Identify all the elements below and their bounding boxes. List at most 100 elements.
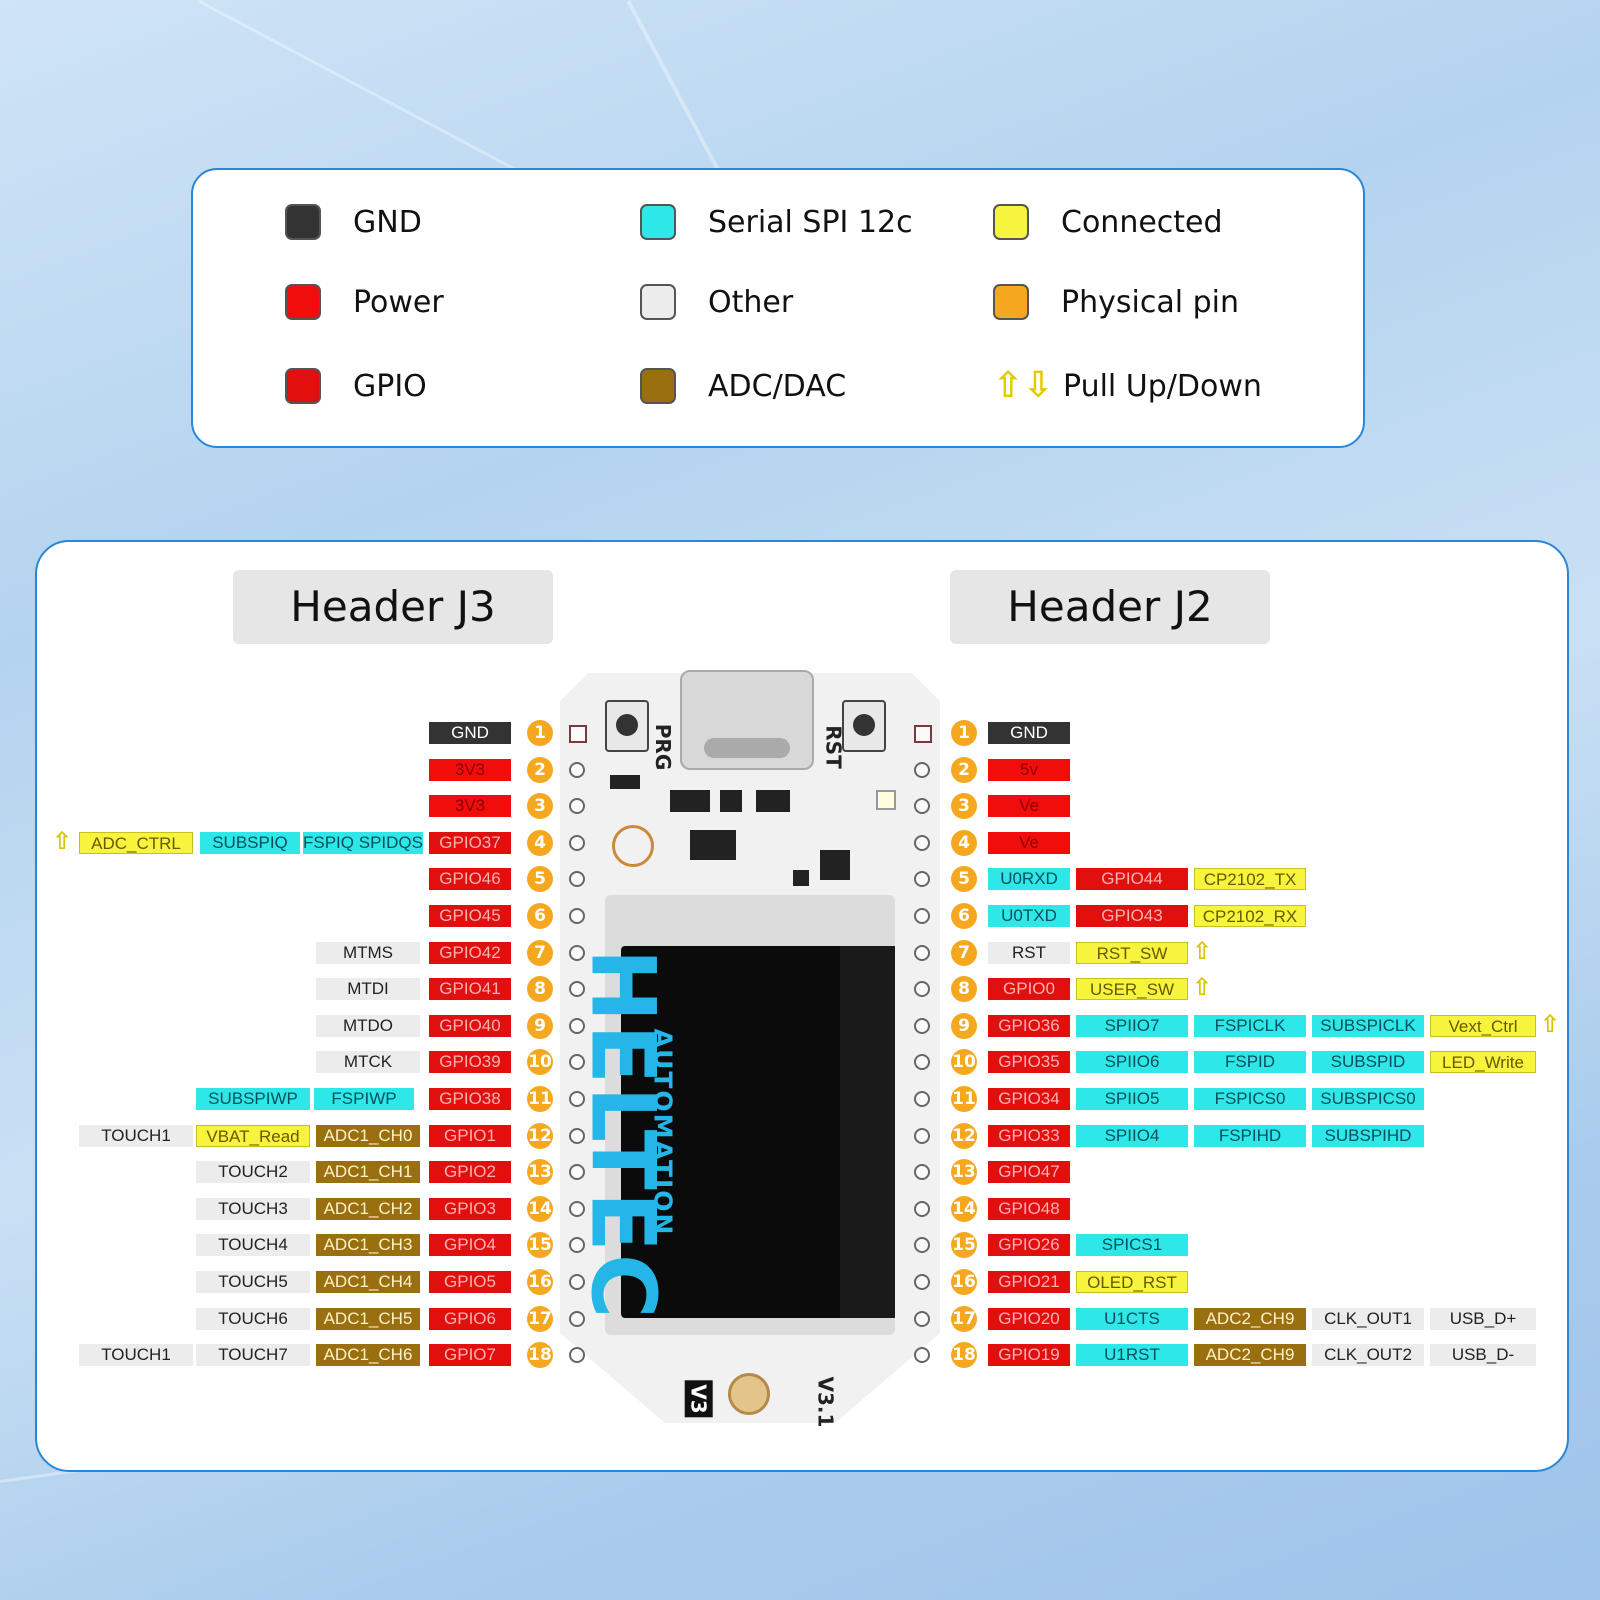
j2-pin-number: 13 — [951, 1159, 977, 1186]
j2-pin-number: 5 — [951, 866, 977, 893]
j3-pin-tag: GPIO40 — [429, 1014, 511, 1037]
j3-pin-tag: SUBSPIQ — [200, 831, 300, 854]
header-hole — [914, 834, 930, 851]
legend-label: GND — [353, 204, 422, 240]
header-hole — [914, 944, 930, 961]
j2-pin-tag: U0TXD — [988, 905, 1070, 927]
j2-pin-number: 15 — [951, 1232, 977, 1259]
j3-pin-tag: GPIO39 — [429, 1051, 511, 1074]
j3-pin-tag: GPIO45 — [429, 905, 511, 927]
header-hole — [914, 725, 932, 743]
j2-pin-number: 10 — [951, 1049, 977, 1076]
j3-pin-tag: TOUCH2 — [196, 1161, 310, 1184]
legend-swatch — [993, 204, 1029, 240]
j3-pin-number: 13 — [527, 1159, 553, 1186]
header-hole — [569, 1054, 585, 1071]
header-hole — [914, 1237, 930, 1254]
j2-pin-tag: FSPICLK — [1194, 1014, 1306, 1037]
j3-pin-tag: GPIO46 — [429, 868, 511, 891]
j3-pin-number: 10 — [527, 1049, 553, 1076]
j3-pin-tag: GPIO42 — [429, 941, 511, 964]
legend-label: Connected — [1061, 204, 1223, 240]
rst-button[interactable] — [842, 700, 886, 752]
legend-swatch — [285, 204, 321, 240]
legend-label: Power — [353, 284, 444, 320]
j2-pin-tag: GPIO21 — [988, 1271, 1070, 1293]
j3-pin-number: 4 — [527, 829, 553, 856]
smd-component — [756, 790, 790, 812]
j3-pin-tag: FSPIQ SPIDQS — [303, 831, 423, 854]
header-hole — [914, 871, 930, 888]
header-hole — [914, 798, 930, 815]
header-hole — [914, 908, 930, 924]
smd-component — [720, 790, 742, 812]
j2-pin-tag: CLK_OUT1 — [1312, 1307, 1424, 1330]
pull-up-down-icon: ⇧⇩ — [993, 365, 1054, 406]
silk-v3: V3 — [684, 1380, 713, 1418]
j2-pin-tag: FSPIHD — [1194, 1124, 1306, 1147]
legend-item: GND — [285, 204, 422, 240]
legend-label: ADC/DAC — [708, 368, 847, 404]
header-hole — [569, 1347, 585, 1364]
j2-pin-tag: GPIO44 — [1076, 868, 1188, 891]
j3-pin-number: 8 — [527, 976, 553, 1003]
j2-pin-tag: SUBSPICS0 — [1312, 1088, 1424, 1110]
crystal-coil — [612, 825, 654, 867]
j2-pin-tag: SPIIO5 — [1076, 1088, 1188, 1110]
j2-pin-number: 12 — [951, 1122, 977, 1149]
prg-button[interactable] — [605, 700, 649, 752]
header-hole — [569, 981, 585, 998]
header-hole — [914, 1310, 930, 1327]
smd-component — [820, 850, 850, 880]
header-hole — [914, 1017, 930, 1034]
j2-pin-tag: SUBSPIHD — [1312, 1124, 1424, 1147]
j2-pin-tag: ADC2_CH9 — [1194, 1344, 1306, 1367]
silk-rst: RST — [821, 725, 846, 769]
j2-pin-number: 3 — [951, 793, 977, 820]
j3-pin-number: 17 — [527, 1305, 553, 1332]
j3-pin-number: 2 — [527, 756, 553, 783]
j2-pin-number: 2 — [951, 756, 977, 783]
header-hole — [569, 908, 585, 924]
led — [876, 790, 896, 810]
j3-pin-number: 1 — [527, 720, 553, 746]
j2-pin-tag: GND — [988, 722, 1070, 744]
smd-component — [793, 870, 809, 886]
header-hole — [914, 1127, 930, 1144]
pull-up-icon: ⇧ — [1192, 973, 1213, 1002]
j2-pin-tag: SPIIO6 — [1076, 1051, 1188, 1074]
j2-pin-tag: RST — [988, 941, 1070, 964]
j3-pin-tag: MTMS — [316, 941, 420, 964]
j2-pin-tag: USB_D+ — [1430, 1307, 1536, 1330]
j2-pin-tag: USER_SW — [1076, 978, 1188, 1001]
j3-pin-tag: ADC1_CH4 — [316, 1271, 420, 1293]
legend-swatch — [640, 204, 676, 240]
j3-pin-tag: TOUCH3 — [196, 1197, 310, 1220]
j3-pin-number: 5 — [527, 866, 553, 893]
j3-pin-number: 15 — [527, 1232, 553, 1259]
legend-label: Other — [708, 284, 794, 320]
j3-pin-tag: 3V3 — [429, 795, 511, 818]
legend-swatch — [993, 284, 1029, 320]
j3-pin-number: 18 — [527, 1342, 553, 1369]
j3-pin-tag: GPIO37 — [429, 831, 511, 854]
j3-pin-tag: GPIO4 — [429, 1234, 511, 1257]
legend-item: Power — [285, 284, 444, 320]
j3-pin-tag: ADC1_CH2 — [316, 1197, 420, 1220]
j3-pin-number: 6 — [527, 903, 553, 929]
j2-pin-tag: GPIO43 — [1076, 905, 1188, 927]
pull-up-icon: ⇧ — [52, 826, 73, 855]
j2-pin-tag: SPIIO4 — [1076, 1124, 1188, 1147]
j2-pin-tag: SPIIO7 — [1076, 1014, 1188, 1037]
j2-pin-number: 4 — [951, 829, 977, 856]
j3-pin-tag: FSPIWP — [314, 1088, 414, 1110]
j2-pin-tag: SPICS1 — [1076, 1234, 1188, 1257]
j3-pin-tag: GPIO5 — [429, 1271, 511, 1293]
header-hole — [569, 798, 585, 815]
j2-pin-tag: CP2102_TX — [1194, 868, 1306, 891]
legend-label: GPIO — [353, 368, 427, 404]
j2-pin-number: 17 — [951, 1305, 977, 1332]
j2-pin-tag: U0RXD — [988, 868, 1070, 891]
legend-label: Physical pin — [1061, 284, 1239, 320]
